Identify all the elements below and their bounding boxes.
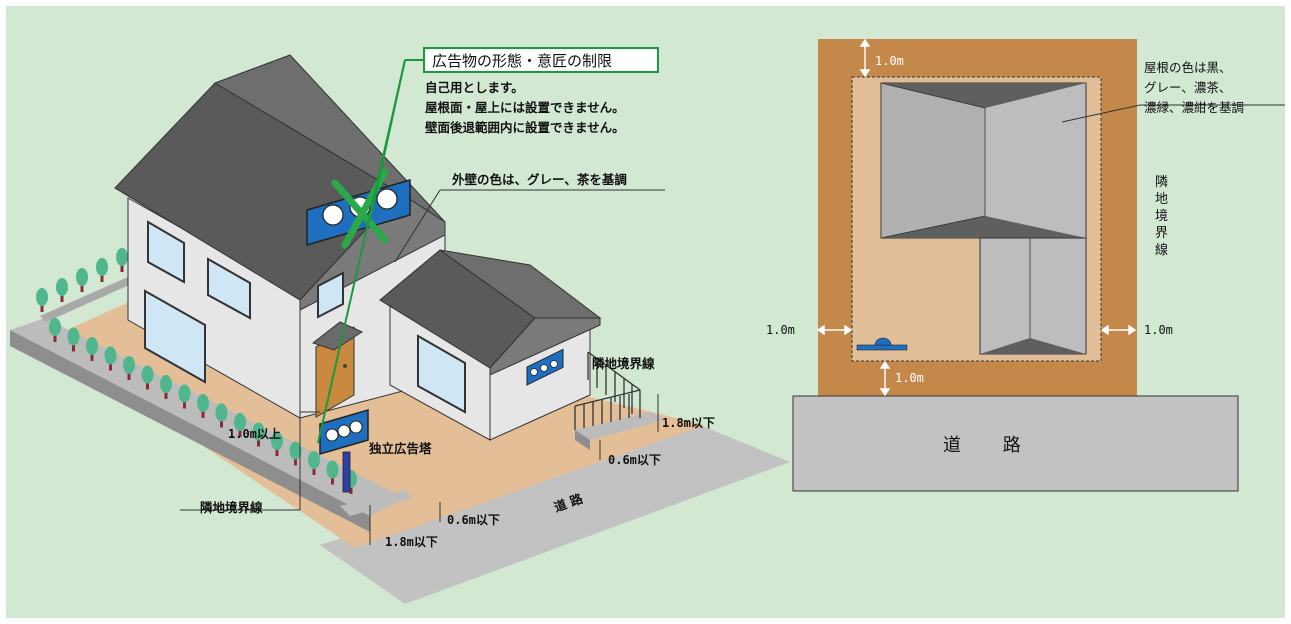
- tree-foliage: [49, 318, 61, 336]
- plan-top-dim: 1.0m: [875, 54, 904, 68]
- setback-label: 1.0m以上: [228, 426, 281, 441]
- tree-foliage: [308, 451, 320, 469]
- tree-foliage: [326, 460, 339, 479]
- freestanding-sign-label: 独立広告塔: [368, 441, 432, 456]
- restriction-1: 自己用とします。: [425, 80, 524, 95]
- tree-foliage: [36, 288, 48, 306]
- restriction-3: 壁面後退範囲内に設置できません。: [425, 120, 625, 135]
- plan-annex-roof: [979, 237, 1087, 355]
- tree-foliage: [197, 394, 209, 412]
- callout-lines: [317, 59, 425, 444]
- plan-road-label: 道 路: [943, 435, 1039, 456]
- tree-foliage: [178, 384, 191, 403]
- tree-foliage: [56, 278, 68, 296]
- roof-color-note-1: 屋根の色は黒、: [1144, 60, 1232, 75]
- tree-foliage: [289, 441, 302, 460]
- tree-foliage: [234, 413, 246, 431]
- road-iso: [320, 425, 790, 604]
- fence-height-front: 1.8m以下: [385, 535, 438, 549]
- tree-foliage: [96, 258, 108, 276]
- base-height-right: 0.6m以下: [608, 453, 661, 467]
- tree-foliage: [76, 268, 88, 286]
- fence-height-right: 1.8m以下: [662, 416, 715, 430]
- plan-left-dim: 1.0m: [766, 323, 795, 337]
- sign-pole: [342, 451, 351, 493]
- plan-right-dim: 1.0m: [1144, 323, 1173, 337]
- tree-foliage: [271, 432, 283, 450]
- tree-row: [36, 248, 357, 494]
- door-canopy: [311, 321, 364, 351]
- dimension-arrows: [816, 38, 1137, 397]
- tree-foliage: [86, 337, 98, 355]
- wall-color-note: 外壁の色は、グレー、茶を基調: [451, 172, 627, 187]
- plan-boundary-vertical: 隣地境界線: [1155, 174, 1168, 258]
- tree-foliage: [215, 403, 228, 422]
- boundary-left-label: 隣地境界線: [200, 500, 263, 515]
- left-curb: [10, 318, 405, 516]
- plan-bottom-dim: 1.0m: [895, 371, 924, 385]
- plan-view: 道 路 1.0m 1.0m 1.0m 1.0m 屋根の色は黒、 グレー、濃茶、 …: [766, 38, 1285, 492]
- roof-color-note-3: 濃緑、濃紺を基調: [1144, 100, 1244, 115]
- title-box: [423, 47, 659, 73]
- boundary-right-label: 隣地境界線: [592, 356, 655, 371]
- windows: [144, 220, 344, 384]
- tree-foliage: [252, 422, 265, 441]
- plan-road: [792, 395, 1239, 492]
- roof-color-note-2: グレー、濃茶、: [1144, 80, 1231, 95]
- plan-sign-base: [856, 344, 908, 351]
- tree-foliage: [160, 375, 172, 393]
- tree-foliage: [141, 365, 154, 384]
- tree-foliage: [123, 356, 135, 374]
- plan-sign-icon: [874, 337, 892, 346]
- restriction-2: 屋根面・屋上には設置できません。: [425, 100, 625, 115]
- tree-foliage: [67, 327, 80, 346]
- right-fence: [574, 351, 641, 430]
- title-text: 広告物の形態・意匠の制限: [432, 52, 612, 70]
- isometric-illustration: 広告物の形態・意匠の制限 自己用とします。 屋根面・屋上には設置できません。 壁…: [10, 47, 790, 604]
- tree-foliage: [104, 346, 117, 365]
- base-height-front: 0.6m以下: [447, 513, 500, 527]
- tree-foliage: [116, 248, 128, 266]
